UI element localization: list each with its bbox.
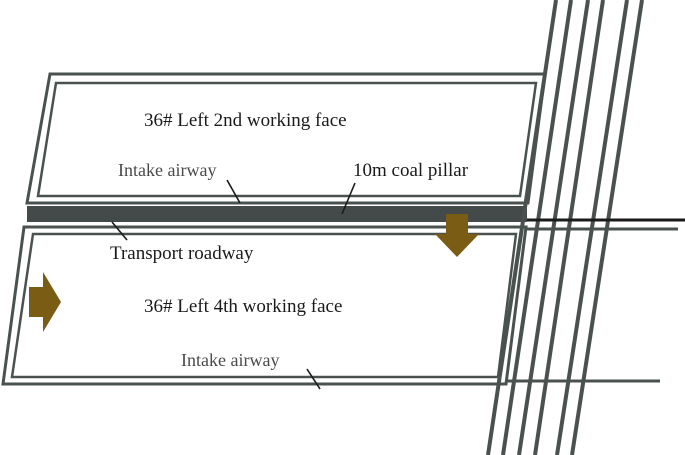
upper-working-face-label: 36# Left 2nd working face: [144, 110, 347, 131]
transport-roadway-label: Transport roadway: [110, 243, 254, 264]
coal-pillar-label: 10m coal pillar: [353, 160, 469, 181]
leader-lines: [111, 179, 356, 390]
coal-pillar-band: [27, 206, 527, 222]
lower-working-face-label: 36# Left 4th working face: [144, 296, 342, 317]
upper-working-face-outline: [25, 72, 547, 205]
upper-intake-airway-label: Intake airway: [118, 160, 216, 180]
lower-intake-airway-label: Intake airway: [181, 350, 279, 370]
right-arrow-icon: [29, 272, 61, 332]
down-arrow-icon: [435, 214, 479, 257]
